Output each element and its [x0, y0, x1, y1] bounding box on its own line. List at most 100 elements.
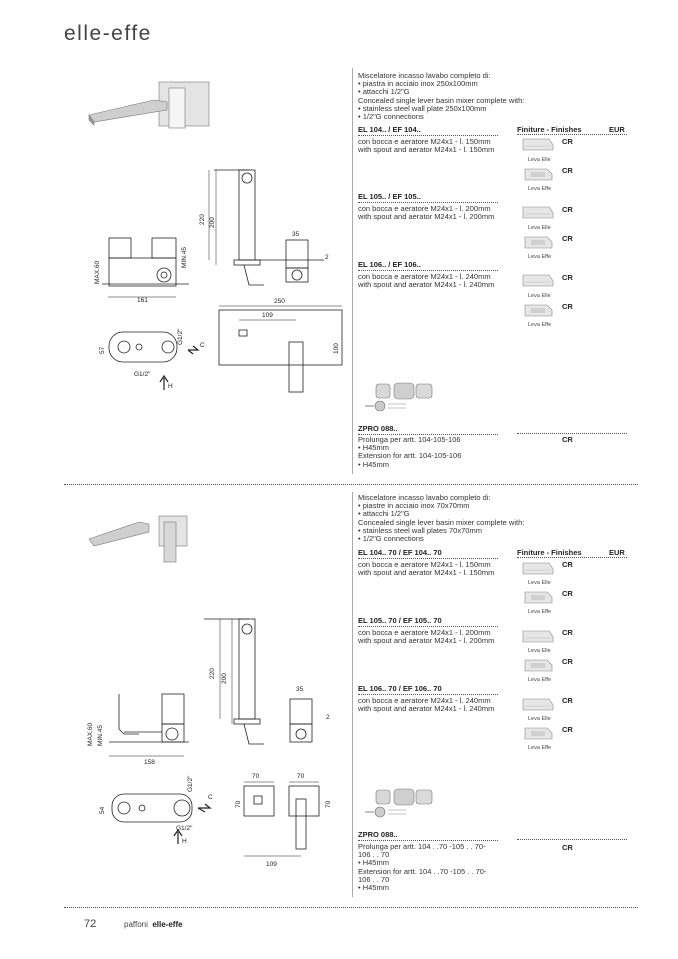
finish-code: CR: [562, 696, 573, 705]
lever-label: Leva Effe: [528, 677, 552, 683]
lever-label: Leva Elle: [528, 580, 551, 586]
column-divider: [352, 68, 353, 474]
product-desc-en: with spout and aerator M24x1 - l. 150mm: [358, 145, 495, 154]
dim-label: 250: [274, 298, 285, 305]
intro-line: attacchi 1/2"G: [358, 510, 524, 518]
product-desc-it: con bocca e aeratore M24x1 - l. 200mm: [358, 628, 491, 637]
dim-label: 70: [235, 800, 242, 808]
dim-label: 200: [221, 673, 228, 684]
arrow-icon: [187, 345, 200, 355]
dim-label: 35: [296, 686, 304, 693]
page-number: 72: [84, 918, 97, 930]
lever-label: Leva Effe: [528, 745, 552, 751]
dim-label: 2: [325, 254, 329, 261]
product-code: EL 104.. 70 / EF 104.. 70: [358, 548, 498, 559]
lever-label: Leva Elle: [528, 716, 551, 722]
finish-code: CR: [562, 166, 573, 175]
finish-code: CR: [562, 137, 573, 146]
eur-header: EUR: [609, 548, 625, 557]
dim-label: 109: [266, 861, 277, 868]
intro-line: Concealed single lever basin mixer compl…: [358, 95, 525, 105]
dim-label: G1/2": [187, 775, 194, 792]
lever-effe-icon: [524, 168, 553, 181]
dim-label: G1/2": [176, 825, 193, 832]
dim-label: 200: [209, 217, 216, 228]
dim-label: 100: [333, 343, 340, 354]
lever-elle-icon: [522, 698, 554, 711]
ext-line: H45mm: [358, 443, 461, 452]
intro-line: Concealed single lever basin mixer compl…: [358, 517, 525, 527]
extension-code: ZPRO 088..: [358, 830, 498, 841]
product-desc-it: con bocca e aeratore M24x1 - l. 200mm: [358, 204, 491, 213]
dim-label: 220: [199, 214, 206, 225]
dim-label: MIN.45: [181, 247, 188, 268]
lever-elle-icon: [522, 630, 554, 643]
ext-line: H45mm: [358, 859, 486, 867]
finish-code: CR: [562, 273, 573, 282]
intro-line: Miscelatore incasso lavabo completo di:: [358, 71, 491, 80]
product-desc-en: with spout and aerator M24x1 - l. 200mm: [358, 636, 495, 645]
lever-effe-icon: [524, 304, 553, 317]
ext-line: Extension for artt. 104-105-106: [358, 451, 462, 461]
lever-elle-icon: [522, 274, 554, 287]
product-code: EL 106.. 70 / EF 106.. 70: [358, 684, 498, 695]
intro-line: stainless steel wall plates 70x70mm: [358, 526, 524, 535]
product-desc-en: with spout and aerator M24x1 - l. 200mm: [358, 212, 495, 221]
lever-elle-icon: [522, 206, 554, 219]
dim-label: 70: [325, 800, 332, 808]
section-divider: [64, 484, 638, 485]
lever-effe-icon: [524, 591, 553, 604]
product-code: EL 106.. / EF 106..: [358, 260, 498, 271]
product-desc-it: con bocca e aeratore M24x1 - l. 240mm: [358, 696, 491, 705]
lever-label: Leva Elle: [528, 293, 551, 299]
lever-label: Leva Effe: [528, 322, 552, 328]
product-code: EL 104.. / EF 104..: [358, 125, 498, 136]
product-desc-en: with spout and aerator M24x1 - l. 240mm: [358, 704, 495, 713]
lever-effe-icon: [524, 236, 553, 249]
column-divider: [352, 492, 353, 897]
dim-label: H: [168, 383, 173, 390]
dim-label: MIN.45: [97, 725, 104, 746]
extension-parts-illustration: [365, 382, 433, 412]
technical-drawing: MAX.60 MIN.45 158 220 200 35 2 70 70 70 …: [87, 515, 332, 868]
dim-label: MAX.60: [87, 722, 94, 746]
dim-label: 2: [326, 714, 330, 721]
lever-elle-icon: [522, 562, 554, 575]
footer-brand: paffoni elle-effe: [124, 920, 183, 929]
dotted-rule: [517, 839, 627, 840]
product-code: EL 105.. 70 / EF 105.. 70: [358, 616, 498, 627]
lever-label: Leva Effe: [528, 254, 552, 260]
lever-label: Leva Elle: [528, 648, 551, 654]
finish-code: CR: [562, 205, 573, 214]
ext-line: Prolunga per artt. 104 . .70 -105 . . 70…: [358, 842, 486, 851]
lever-label: Leva Elle: [528, 157, 551, 163]
arrow-icon: [197, 803, 212, 813]
extension-code: ZPRO 088..: [358, 424, 498, 435]
lever-effe-icon: [524, 659, 553, 672]
finish-code: CR: [562, 843, 573, 852]
product-desc-en: with spout and aerator M24x1 - l. 240mm: [358, 280, 495, 289]
ext-line: H45mm: [358, 460, 461, 469]
dim-label: 109: [262, 312, 273, 319]
intro-block: Miscelatore incasso lavabo completo di: …: [358, 493, 525, 543]
dim-label: G1/2": [134, 371, 151, 378]
ext-line: 106 . . 70: [358, 850, 390, 860]
technical-drawing: MAX.60 MIN.45 161 220 200 35 2 250 109 1…: [88, 81, 343, 393]
dim-label: C: [208, 794, 213, 801]
product-desc-it: con bocca e aeratore M24x1 - l. 150mm: [358, 137, 491, 146]
product-desc-it: con bocca e aeratore M24x1 - l. 240mm: [358, 272, 491, 281]
product-code: EL 105.. / EF 105..: [358, 192, 498, 203]
intro-line: stainless steel wall plate 250x100mm: [358, 104, 524, 113]
dim-label: 35: [292, 231, 300, 238]
finish-code: CR: [562, 725, 573, 734]
finish-code: CR: [562, 560, 573, 569]
dim-label: G1/2": [177, 328, 184, 345]
dim-label: 57: [99, 346, 106, 354]
lever-label: Leva Effe: [528, 186, 552, 192]
dim-label: 161: [137, 297, 148, 304]
intro-block: Miscelatore incasso lavabo completo di: …: [358, 71, 525, 121]
dim-label: MAX.60: [94, 260, 101, 284]
lever-effe-icon: [524, 727, 553, 740]
finish-code: CR: [562, 302, 573, 311]
extension-desc: Prolunga per artt. 104-105-106 H45mm Ext…: [358, 435, 462, 469]
